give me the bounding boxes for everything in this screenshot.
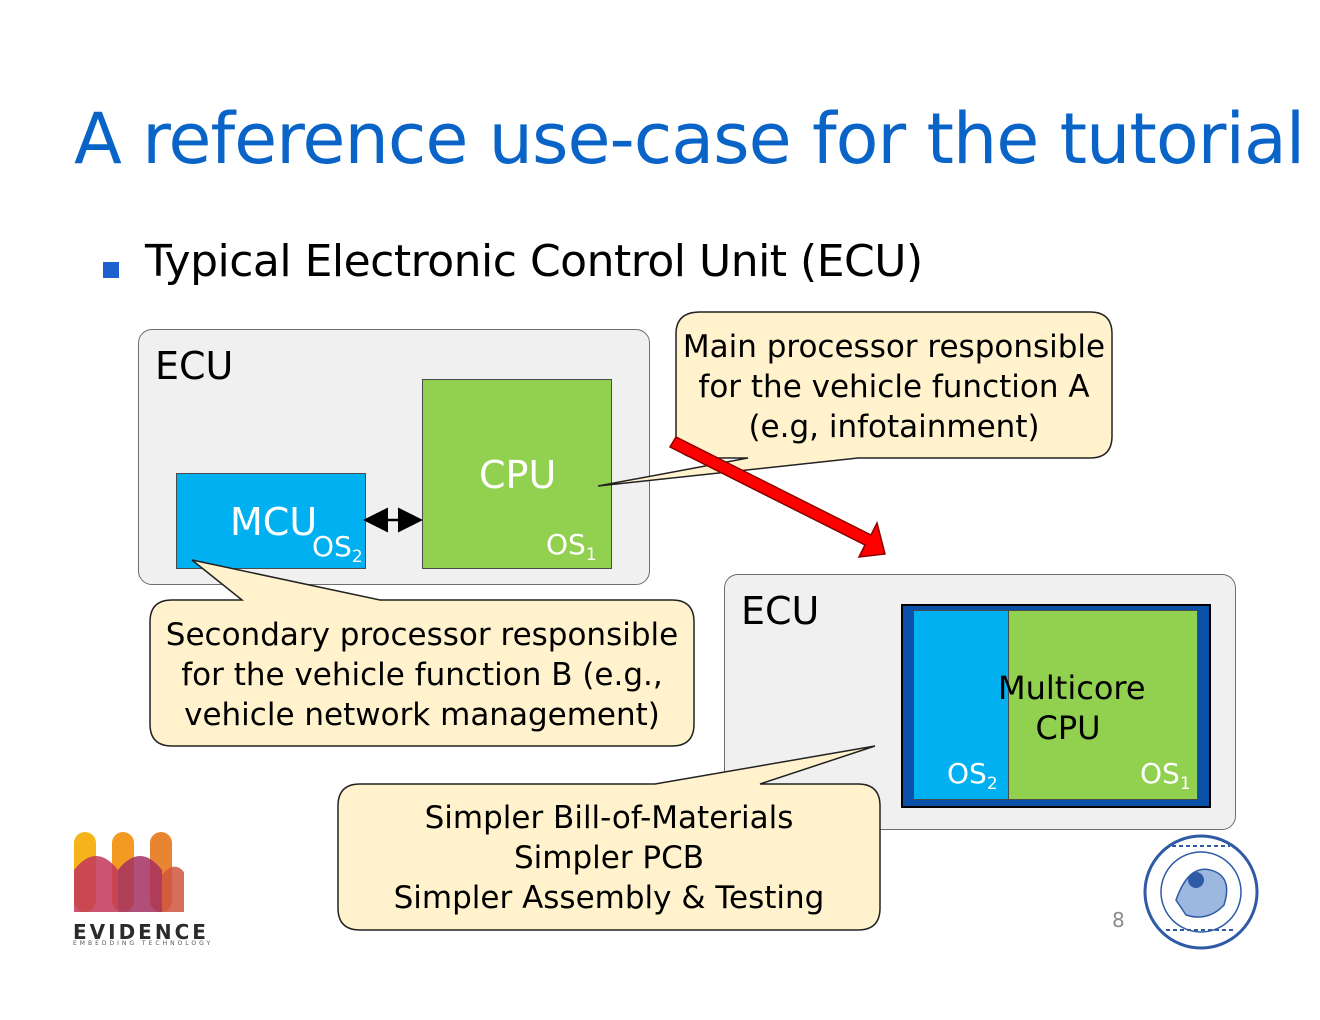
- callout-main-text: Main processor responsible for the vehic…: [682, 329, 1106, 445]
- callout-simpler-text: Simpler Bill-of-Materials Simpler PCB Si…: [393, 800, 825, 916]
- cpu-label: CPU: [479, 453, 557, 497]
- cpu-os-label: OS1: [546, 528, 597, 565]
- ecu-top-label: ECU: [155, 344, 234, 388]
- multicore-core-os1: [1008, 610, 1198, 800]
- multicore-os1-label: OS1: [1140, 757, 1191, 794]
- multicore-core-os2: [913, 610, 1009, 800]
- mcu-os-label: OS2: [312, 530, 363, 567]
- cpu-block: [422, 379, 612, 569]
- mcu-block: [176, 473, 366, 569]
- red-migration-arrow: [668, 436, 886, 558]
- bullet-square-icon: [103, 262, 119, 278]
- page-number: 8: [1112, 908, 1125, 932]
- ecu-bottom-label: ECU: [741, 589, 820, 633]
- page-title: A reference use-case for the tutorial: [74, 98, 1305, 180]
- evidence-logo-icon: [74, 832, 184, 912]
- callout-secondary-shape: [149, 559, 695, 747]
- callout-simpler-shape: [337, 745, 881, 931]
- mcu-label: MCU: [230, 500, 318, 544]
- evidence-logo-text: EVIDENCE: [73, 920, 209, 944]
- multicore-label: Multicore CPU: [998, 669, 1146, 747]
- multicore-os2-label: OS2: [947, 757, 998, 794]
- politecnico-seal-icon: [1143, 834, 1259, 950]
- callout-secondary-text: Secondary processor responsible for the …: [165, 617, 679, 733]
- bullet-text: Typical Electronic Control Unit (ECU): [145, 236, 923, 287]
- evidence-logo-tagline: EMBEDDING TECHNOLOGY: [73, 940, 214, 947]
